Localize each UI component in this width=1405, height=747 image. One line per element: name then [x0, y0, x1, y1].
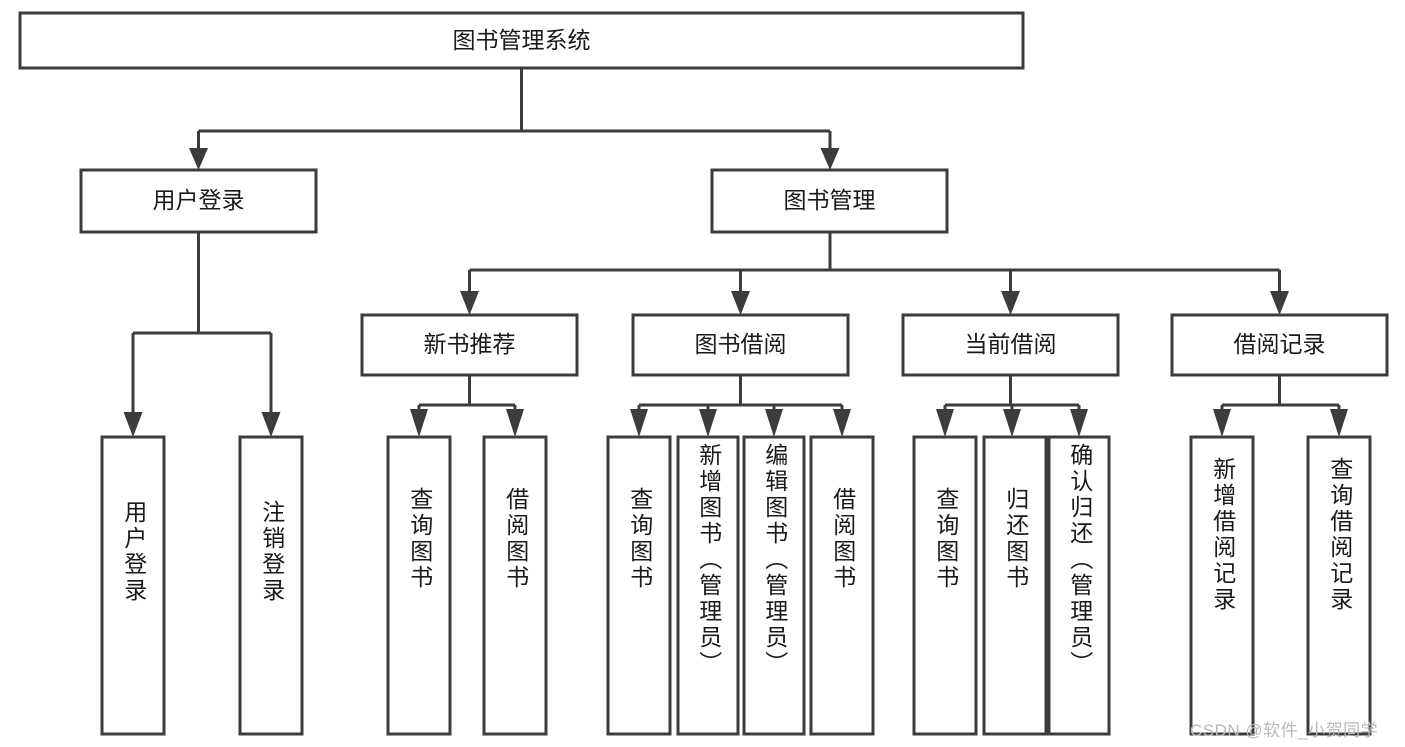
node-leaf-add-book-box[interactable] [676, 435, 740, 736]
node-new-book-rec[interactable]: 新书推荐 [360, 313, 579, 377]
node-root[interactable]: 图书管理系统 [18, 11, 1025, 70]
arrow-head-user-login [189, 148, 208, 170]
arrow-head-leaf-add-record [1213, 409, 1231, 437]
node-book-borrow-label: 图书借阅 [695, 331, 787, 357]
arrow-head-new-book-rec [460, 291, 479, 315]
node-book-manage-label: 图书管理 [784, 187, 876, 213]
arrow-head-leaf-query-book-2 [630, 409, 648, 437]
node-user-login-box[interactable] [79, 168, 318, 234]
arrow-head-leaf-query-record [1330, 409, 1348, 437]
node-leaf-query-book-1-box[interactable] [386, 435, 452, 736]
node-leaf-query-book-2-box[interactable] [606, 435, 672, 736]
node-current-borrow-label: 当前借阅 [965, 331, 1057, 357]
arrow-head-leaf-query-book-3 [936, 409, 954, 437]
node-borrow-record-label: 借阅记录 [1234, 331, 1326, 357]
connector-group [123, 68, 1348, 437]
csdn-watermark: CSDN @软件_小贺同学 [1190, 721, 1379, 740]
arrow-head-leaf-user-login [123, 412, 143, 437]
arrow-head-leaf-edit-book [765, 409, 783, 437]
arrow-head-book-borrow [731, 291, 750, 315]
node-leaf-query-book-3-box[interactable] [912, 435, 978, 736]
node-current-borrow[interactable]: 当前借阅 [901, 313, 1120, 377]
node-leaf-logout-box[interactable] [238, 435, 304, 736]
node-leaf-query-record-box[interactable] [1306, 435, 1372, 736]
leaf-box-group [100, 435, 1372, 736]
node-new-book-rec-box[interactable] [360, 313, 579, 377]
node-leaf-return-book-box[interactable] [982, 435, 1048, 736]
arrow-head-leaf-add-book [699, 409, 717, 437]
arrow-head-leaf-query-book-1 [410, 409, 428, 437]
node-leaf-borrow-book-2-box[interactable] [809, 435, 875, 736]
node-book-borrow-box[interactable] [631, 313, 850, 377]
node-leaf-add-record-box[interactable] [1189, 435, 1255, 736]
arrow-head-leaf-logout [261, 412, 281, 437]
arrow-head-leaf-return-book [1003, 409, 1021, 437]
node-borrow-record[interactable]: 借阅记录 [1170, 313, 1389, 377]
node-leaf-user-login-box[interactable] [100, 435, 166, 736]
node-leaf-borrow-book-1-box[interactable] [482, 435, 548, 736]
arrow-head-current-borrow [1001, 291, 1020, 315]
arrow-head-leaf-borrow-book-1 [506, 409, 524, 437]
arrow-head-book-manage [820, 148, 840, 170]
node-leaf-edit-book-box[interactable] [742, 435, 806, 736]
node-current-borrow-box[interactable] [901, 313, 1120, 377]
node-borrow-record-box[interactable] [1170, 313, 1389, 377]
arrow-head-leaf-borrow-book-2 [833, 409, 851, 437]
node-leaf-confirm-return-box[interactable] [1047, 435, 1111, 736]
arrow-head-leaf-confirm-return [1070, 409, 1088, 437]
node-new-book-rec-label: 新书推荐 [424, 331, 516, 357]
node-user-login[interactable]: 用户登录 [79, 168, 318, 234]
node-book-borrow[interactable]: 图书借阅 [631, 313, 850, 377]
node-user-login-label: 用户登录 [153, 187, 245, 213]
node-root-label: 图书管理系统 [453, 27, 591, 53]
node-root-box[interactable] [18, 11, 1025, 70]
arrow-head-borrow-record [1270, 291, 1289, 315]
node-book-manage[interactable]: 图书管理 [710, 168, 949, 234]
node-book-manage-box[interactable] [710, 168, 949, 234]
